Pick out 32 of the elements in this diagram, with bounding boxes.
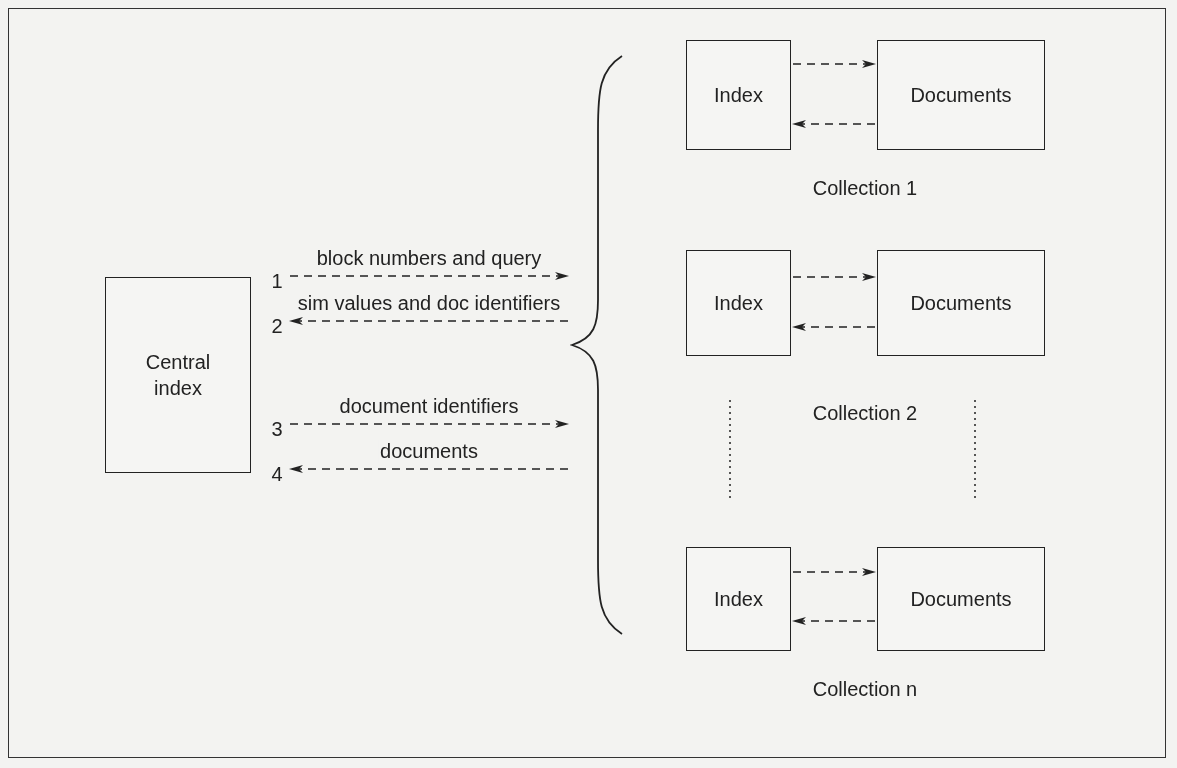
dashed-arrow bbox=[289, 272, 569, 280]
box-label: Documents bbox=[910, 291, 1012, 316]
dashed-arrow bbox=[792, 323, 876, 331]
process-box bbox=[686, 250, 791, 356]
box-label: Index bbox=[714, 587, 763, 612]
process-box bbox=[877, 547, 1045, 651]
collection-label: Collection 1 bbox=[812, 177, 918, 200]
box-label: Index bbox=[714, 291, 763, 316]
dashed-arrow bbox=[289, 317, 569, 325]
dashed-arrow bbox=[792, 617, 876, 625]
box-label: Index bbox=[714, 83, 763, 108]
step-number: 3 bbox=[271, 417, 283, 442]
dashed-arrow bbox=[289, 420, 569, 428]
step-number: 4 bbox=[271, 462, 283, 487]
curly-brace bbox=[570, 54, 624, 636]
process-box bbox=[877, 250, 1045, 356]
dashed-arrow bbox=[792, 273, 876, 281]
process-box bbox=[686, 40, 791, 150]
dashed-arrow bbox=[792, 120, 876, 128]
collection-label: Collection 2 bbox=[812, 402, 918, 425]
box-label: Documents bbox=[910, 587, 1012, 612]
dashed-arrow bbox=[792, 568, 876, 576]
process-box bbox=[877, 40, 1045, 150]
process-box bbox=[105, 277, 251, 473]
box-label: Documents bbox=[910, 83, 1012, 108]
process-box bbox=[686, 547, 791, 651]
dashed-arrow bbox=[289, 465, 569, 473]
collection-label: Collection n bbox=[812, 678, 918, 701]
step-number: 2 bbox=[271, 314, 283, 339]
dashed-arrow bbox=[792, 60, 876, 68]
step-number: 1 bbox=[271, 269, 283, 294]
box-label: Central index bbox=[144, 350, 212, 401]
